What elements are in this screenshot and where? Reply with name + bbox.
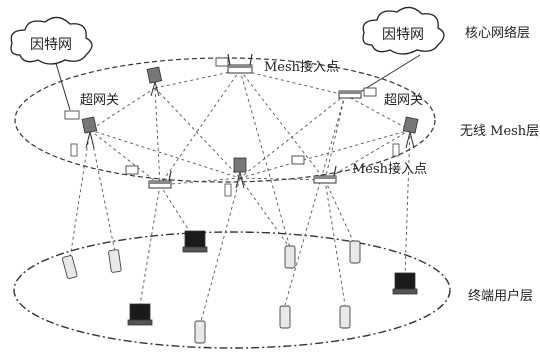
layer-label-wireless: 无线 Mesh层 <box>460 124 539 139</box>
terminal-laptop-2-icon <box>392 272 418 295</box>
device-lower-left-icon <box>125 165 139 175</box>
mesh-ap-mid-label: Mesh接入点 <box>352 161 427 177</box>
antenna-node-right-icon <box>402 116 419 149</box>
small-device-center-icon <box>224 183 232 197</box>
terminal-laptop-1-icon <box>182 230 208 253</box>
internet-cloud-right: 因特网 <box>362 6 445 55</box>
antenna-node-left-icon <box>81 116 98 149</box>
internet-cloud-left: 因特网 <box>10 16 93 65</box>
cloud-label-left: 因特网 <box>30 37 72 53</box>
mesh-ap-upper-right-icon <box>338 90 362 99</box>
terminal-phone-4-icon <box>349 240 361 264</box>
terminal-laptop-3-icon <box>127 303 153 326</box>
small-device-right-icon <box>392 143 400 157</box>
terminal-phone-7-icon <box>339 305 351 329</box>
terminal-user-layer-ellipse <box>13 231 451 349</box>
terminal-phone-6-icon <box>279 305 291 329</box>
antenna-node-center-icon <box>233 157 247 189</box>
terminal-phone-5-icon <box>194 320 206 344</box>
layer-label-terminal: 终端用户层 <box>468 288 533 304</box>
antenna-node-upper-left-icon <box>146 66 163 97</box>
small-device-left-icon <box>70 143 78 157</box>
mesh-ap-lower-left-icon <box>148 170 172 189</box>
mesh-ap-top-icon <box>227 53 253 74</box>
super-gateway-right-icon <box>363 87 377 97</box>
mesh-ap-top-label: Mesh接入点 <box>264 59 339 75</box>
terminal-phone-3-icon <box>284 245 296 269</box>
super-gateway-right-label: 超网关 <box>384 93 423 108</box>
device-lower-right-icon <box>291 155 305 165</box>
terminal-phone-1-icon <box>62 255 78 279</box>
super-gateway-left-icon <box>64 110 80 120</box>
cloud-links <box>54 54 421 111</box>
cloud-label-right: 因特网 <box>382 27 424 43</box>
device-top-left <box>215 57 229 67</box>
layer-label-core: 核心网络层 <box>465 25 530 41</box>
terminal-links <box>69 69 411 326</box>
mesh-ap-lower-right-icon <box>313 165 337 184</box>
super-gateway-left-label: 超网关 <box>80 93 119 108</box>
mesh-links <box>89 69 411 186</box>
terminal-phone-2-icon <box>108 249 122 273</box>
